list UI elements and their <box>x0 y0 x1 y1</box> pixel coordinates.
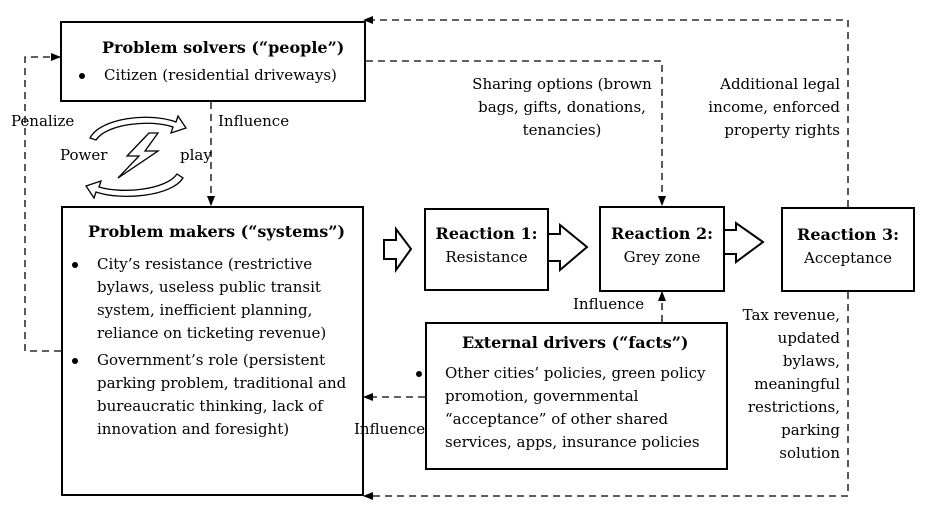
penalize-arrow <box>24 53 61 352</box>
block-arrow-icon <box>383 226 413 274</box>
external-drivers-list: Other cities’ policies, green policy pro… <box>407 362 727 454</box>
play-label: play <box>180 146 212 164</box>
list-item: Other cities’ policies, green policy pro… <box>407 362 727 454</box>
reaction-3-title: Reaction 3: <box>797 225 899 244</box>
problem-makers-list: City’s resistance (restrictive bylaws, u… <box>63 253 355 441</box>
reaction-2-title: Reaction 2: <box>611 224 713 243</box>
block-arrow-icon <box>723 221 765 264</box>
problem-makers-title: Problem makers (“systems”) <box>88 222 346 241</box>
problem-makers-box: Problem makers (“systems”) City’s resist… <box>61 206 364 496</box>
influence-top-label: Influence <box>218 112 290 130</box>
block-arrow-icon <box>547 222 589 273</box>
reaction-3-label: Acceptance <box>803 249 893 267</box>
reaction-2-label: Grey zone <box>623 248 701 266</box>
feedback-arrow-top <box>363 16 849 207</box>
problem-solvers-list: Citizen (residential driveways) <box>70 64 337 87</box>
list-item: City’s resistance (restrictive bylaws, u… <box>63 253 355 345</box>
reaction-1-title: Reaction 1: <box>435 224 538 243</box>
influence-bottom-label: Influence <box>354 420 426 438</box>
sharing-options-label: Sharing options (brown bags, gifts, dona… <box>472 75 652 139</box>
external-drivers-title: External drivers (“facts”) <box>462 333 689 352</box>
list-item: Government’s role (persistent parking pr… <box>63 349 355 441</box>
reaction-1-box: Reaction 1: Resistance <box>424 208 549 291</box>
external-drivers-box: External drivers (“facts”) Other cities’… <box>416 322 728 470</box>
penalize-label: Penalize <box>11 112 75 130</box>
tax-revenue-label: Tax revenue, updated bylaws, meaningful … <box>742 306 840 462</box>
reaction-1-label: Resistance <box>445 248 528 266</box>
lightning-icon <box>117 132 161 179</box>
feedback-arrow-bottom <box>363 292 849 500</box>
influence-mid-label: Influence <box>573 295 645 313</box>
problem-solvers-box: Problem solvers (“people”) Citizen (resi… <box>60 21 366 102</box>
list-item: Citizen (residential driveways) <box>70 64 337 87</box>
reaction-3-box: Reaction 3: Acceptance <box>781 207 915 292</box>
reaction-2-box: Reaction 2: Grey zone <box>599 206 725 292</box>
additional-income-label: Additional legal income, enforced proper… <box>708 75 840 139</box>
cycle-arrows-icon <box>84 114 188 200</box>
sharing-arrow <box>366 60 666 206</box>
problem-solvers-title: Problem solvers (“people”) <box>102 38 345 57</box>
power-label: Power <box>60 146 108 164</box>
